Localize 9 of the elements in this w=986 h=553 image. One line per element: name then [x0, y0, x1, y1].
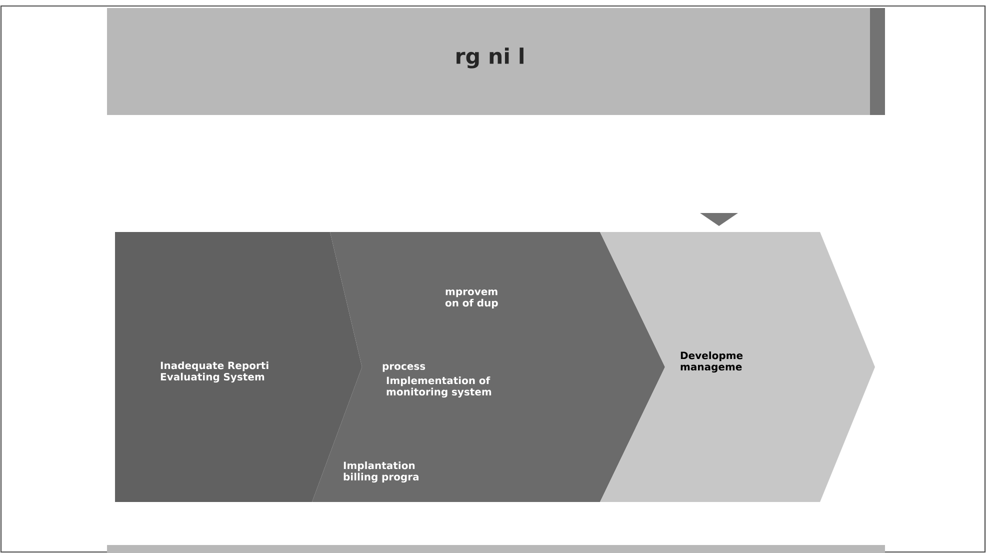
step-text: mprovem on of dup: [445, 289, 498, 308]
step-text: Inadequate Reporti Evaluating System: [160, 361, 268, 383]
step-text: Implantation billing progra: [344, 461, 418, 483]
chevron-shape: [312, 232, 665, 502]
step-text: Implementation of monitoring system: [386, 376, 492, 398]
heading: rg ni l: [456, 48, 524, 68]
chevron-shape: [600, 232, 875, 502]
step-text: Developme manageme: [680, 351, 743, 373]
step-text: process: [382, 364, 426, 372]
